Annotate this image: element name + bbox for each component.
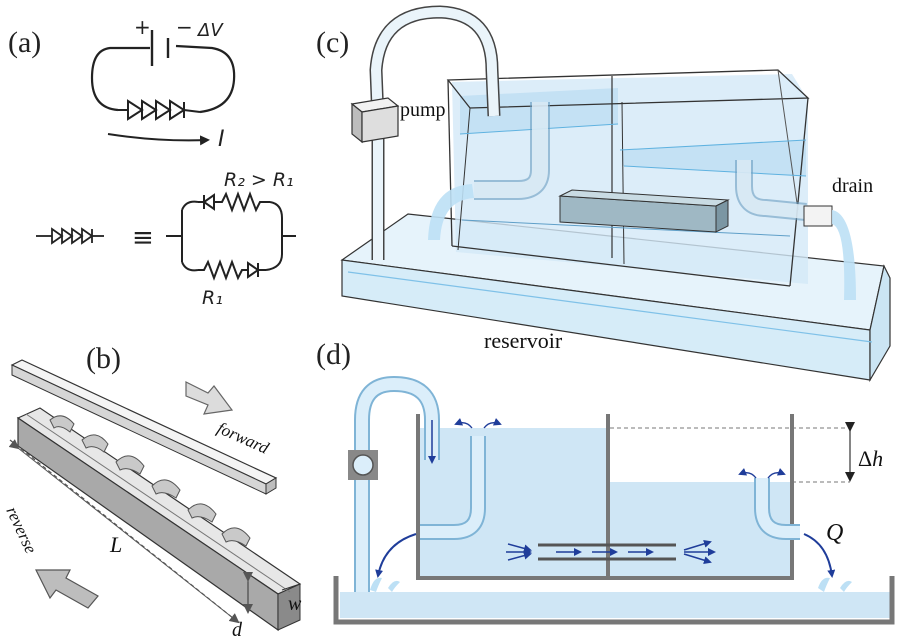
flow-label: Q bbox=[826, 520, 843, 546]
r2-label: R₂ > R₁ bbox=[224, 169, 294, 191]
reverse-label: reverse bbox=[2, 504, 40, 557]
reservoir-water bbox=[340, 592, 890, 618]
reservoir-label: reservoir bbox=[484, 328, 563, 353]
tank-walls bbox=[416, 414, 794, 580]
pump-pipe bbox=[370, 6, 499, 260]
inlet-arrows bbox=[454, 418, 786, 479]
channel-flow-arrows bbox=[506, 539, 716, 565]
current-label: I bbox=[218, 127, 225, 152]
right-outflow-arrow bbox=[803, 533, 836, 578]
length-label: L bbox=[109, 532, 122, 557]
panel-c-label: (c) bbox=[316, 26, 349, 59]
equivalence-symbol: ≡ bbox=[132, 223, 154, 253]
reverse-arrow-icon bbox=[35, 569, 99, 609]
left-waterfall bbox=[428, 184, 474, 240]
left-compartment-water bbox=[420, 428, 608, 576]
drain-nozzle bbox=[803, 205, 833, 227]
left-outflow-arrow bbox=[375, 533, 417, 578]
current-arrow bbox=[107, 133, 210, 146]
panel-d: (d) Δh bbox=[316, 338, 895, 625]
width-dimension-line bbox=[281, 583, 301, 591]
panel-a: (a) + − ΔV I ≡ bbox=[8, 15, 296, 309]
pump-label: pump bbox=[400, 99, 446, 121]
left-outlet-pipe-d bbox=[420, 436, 484, 538]
width-label: w bbox=[288, 593, 302, 615]
circuit-wire-left bbox=[90, 46, 150, 112]
forward-arrow-icon bbox=[185, 381, 234, 415]
drain-label: drain bbox=[832, 175, 873, 197]
delta-h-label: Δh bbox=[858, 446, 883, 471]
tank bbox=[446, 69, 810, 287]
length-dimension-arrow bbox=[8, 439, 240, 624]
panel-a-label: (a) bbox=[8, 26, 41, 59]
pump-loop-pipe bbox=[356, 377, 438, 592]
splash-marks bbox=[370, 577, 852, 592]
diode-chain-small-icon bbox=[36, 227, 104, 245]
right-waterfall bbox=[832, 210, 856, 300]
pump-box bbox=[350, 97, 400, 144]
circuit-wire-right bbox=[175, 44, 236, 114]
panel-b-label: (b) bbox=[86, 342, 121, 375]
right-outlet-pipe-d bbox=[756, 478, 800, 538]
parallel-network-icon bbox=[166, 191, 296, 281]
channel-bar bbox=[558, 189, 730, 233]
battery-plus: + bbox=[134, 15, 151, 39]
r1-label: R₁ bbox=[202, 287, 223, 309]
depth-label: d bbox=[232, 619, 243, 641]
forward-label: forward bbox=[214, 418, 272, 458]
diode-chain-icon bbox=[118, 99, 201, 121]
panel-d-label: (d) bbox=[316, 338, 351, 371]
panel-b: (b) forward L bbox=[2, 342, 302, 641]
reservoir-walls bbox=[333, 576, 895, 625]
voltage-label: ΔV bbox=[196, 20, 224, 41]
battery-minus: − bbox=[176, 15, 193, 39]
panel-c: (c) bbox=[316, 5, 891, 383]
pump-symbol-icon bbox=[352, 454, 374, 476]
